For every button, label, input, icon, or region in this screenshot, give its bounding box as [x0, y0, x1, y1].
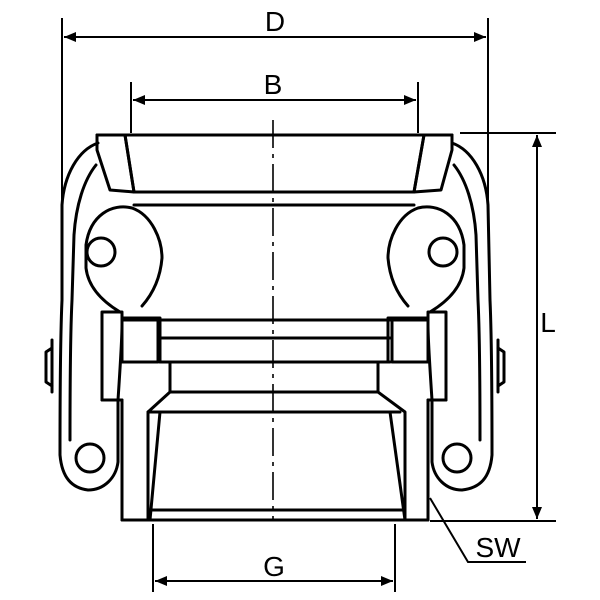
dimension-label-l: L [540, 307, 556, 338]
right-upper-pivot [427, 236, 459, 268]
right-gasket [390, 318, 430, 364]
left-lower-pivot [74, 442, 106, 474]
dimension-g: G [152, 524, 396, 592]
dimension-label-b: B [264, 69, 283, 100]
leader-sw: SW [429, 497, 526, 563]
dimension-label-sw: SW [475, 532, 521, 563]
coupler-body [100, 310, 448, 522]
dimension-d: D [61, 6, 489, 205]
right-cam-lever [386, 141, 506, 492]
top-ring [95, 133, 454, 207]
dimension-label-d: D [265, 6, 285, 37]
body-right-section [376, 310, 448, 522]
left-cam-lever [44, 141, 164, 492]
dimension-b: B [130, 69, 419, 133]
dimension-label-g: G [263, 551, 285, 582]
right-lower-pivot [441, 442, 473, 474]
left-upper-pivot [85, 236, 117, 268]
dimension-l: L [430, 132, 556, 522]
left-gasket [120, 318, 160, 364]
